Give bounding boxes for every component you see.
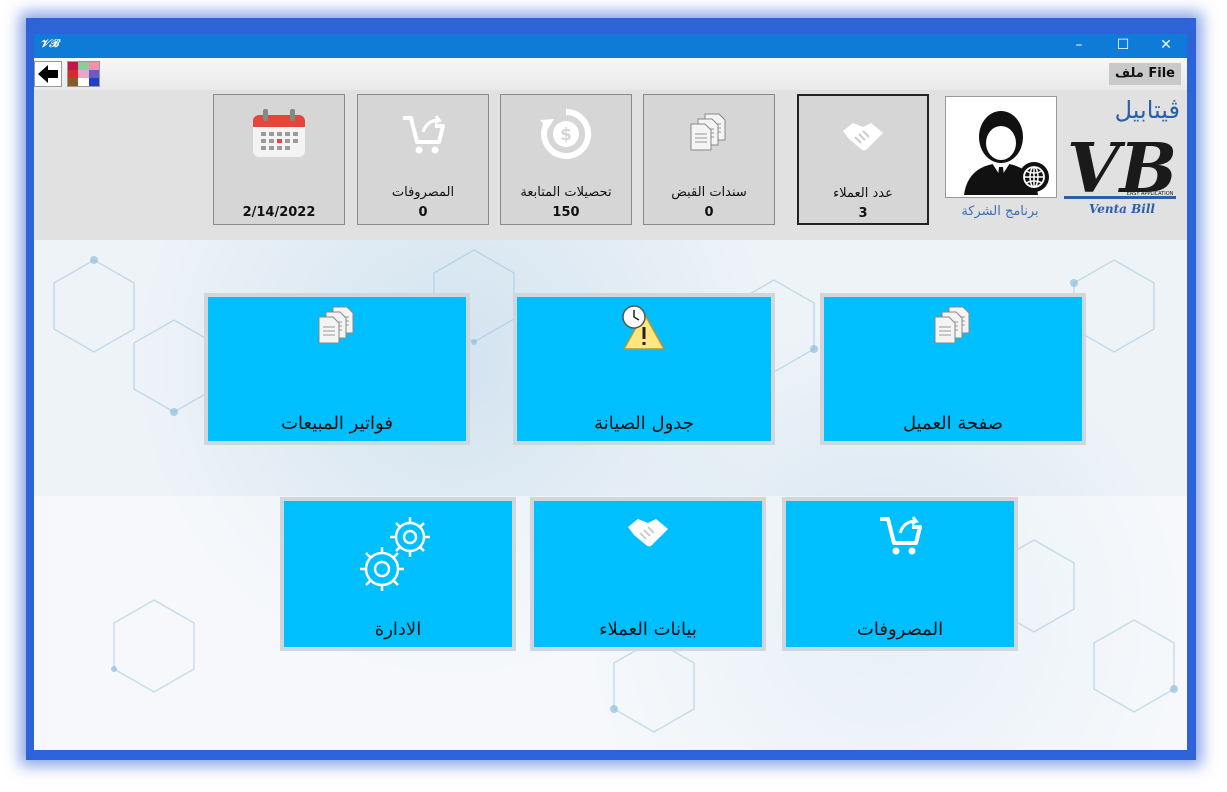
cart-icon — [401, 114, 445, 156]
stat-collections[interactable]: $ تحصيلات المتابعة 150 — [500, 94, 632, 225]
handshake-icon — [842, 122, 884, 152]
app-logo-icon: 𝒱ℬ — [40, 37, 59, 50]
logo-tagline: EASY APPLICATION — [1127, 191, 1174, 197]
stat-label: تحصيلات المتابعة — [520, 185, 612, 200]
documents-icon — [690, 113, 726, 151]
gears-icon — [360, 517, 430, 591]
user-globe-icon — [964, 111, 1049, 195]
company-program-label: برنامج الشركة — [961, 204, 1039, 219]
tile-sales-invoices[interactable]: فواتير المبيعات — [204, 293, 470, 445]
logo-name: Venta Bill — [1089, 202, 1155, 216]
tile-label: الادارة — [374, 619, 422, 640]
dollar-cycle-icon: $ — [540, 108, 592, 159]
tile-label: المصروفات — [856, 619, 944, 640]
back-button[interactable] — [34, 61, 62, 87]
tile-label: صفحة العميل — [902, 413, 1004, 434]
tile-label: جدول الصيانة — [594, 413, 694, 434]
avatar[interactable] — [945, 96, 1057, 198]
venta-bill-logo: ڤيتابيل VB EASY APPLICATION Venta Bill — [1060, 96, 1184, 216]
close-button[interactable]: ✕ — [1160, 37, 1172, 53]
tile-customer-data[interactable]: بيانات العملاء — [530, 497, 766, 651]
tile-expenses[interactable]: المصروفات — [782, 497, 1018, 651]
toolbar: ملف File — [34, 58, 1187, 91]
minimize-button[interactable]: – — [1075, 37, 1083, 53]
file-menu[interactable]: ملف File — [1109, 63, 1181, 85]
stat-value: 0 — [418, 205, 428, 220]
calendar-icon — [253, 109, 305, 157]
clock-warning-icon — [622, 305, 665, 350]
handshake-icon — [627, 518, 669, 548]
stat-value: 0 — [704, 205, 714, 220]
tile-label: فواتير المبيعات — [281, 413, 393, 434]
dashboard-header: عدد العملاء 3 سندات القبض 0 $ تحصيلات ال… — [34, 90, 1187, 240]
stat-label: المصروفات — [391, 185, 455, 200]
logo-brand-ar: ڤيتابيل — [1115, 96, 1180, 124]
documents-icon — [318, 306, 354, 344]
tile-maintenance-schedule[interactable]: جدول الصيانة — [513, 293, 775, 445]
stat-label: سندات القبض — [671, 185, 747, 200]
svg-text:$: $ — [560, 125, 572, 145]
stat-expenses[interactable]: المصروفات 0 — [357, 94, 489, 225]
main-window: 𝒱ℬ – ☐ ✕ ملف File عدد العملاء 3 سندات ال… — [34, 34, 1187, 750]
logo-mark: VB — [1067, 129, 1177, 209]
main-content: صفحة العميل جدول الصيانة فواتير المبيعات… — [34, 240, 1187, 750]
back-arrow-icon — [38, 65, 58, 83]
stat-receipts[interactable]: سندات القبض 0 — [643, 94, 775, 225]
tile-label: بيانات العملاء — [599, 619, 697, 640]
cart-icon — [878, 515, 922, 557]
documents-icon — [934, 306, 970, 344]
tile-administration[interactable]: الادارة — [280, 497, 516, 651]
stat-date[interactable]: 2/14/2022 — [213, 94, 345, 225]
stat-value: 150 — [552, 205, 580, 220]
stat-value: 3 — [858, 206, 868, 221]
tile-customer-page[interactable]: صفحة العميل — [820, 293, 1086, 445]
title-bar: 𝒱ℬ – ☐ ✕ — [34, 34, 1187, 58]
maximize-button[interactable]: ☐ — [1116, 37, 1130, 53]
stat-clients-count[interactable]: عدد العملاء 3 — [797, 94, 929, 225]
color-palette-button[interactable] — [67, 61, 100, 87]
stat-label: عدد العملاء — [833, 186, 893, 201]
current-date: 2/14/2022 — [242, 205, 316, 220]
